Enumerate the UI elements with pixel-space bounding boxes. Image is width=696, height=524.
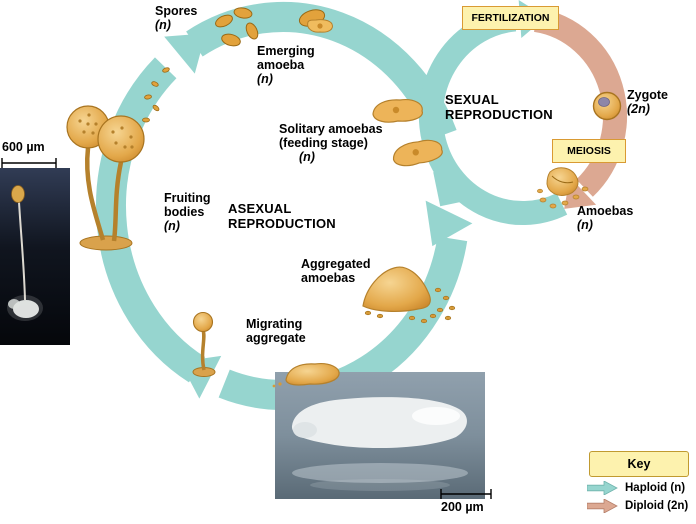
label-aggregated-amoebas: Aggregated amoebas: [301, 257, 371, 285]
key-label-haploid: Haploid (n): [625, 482, 686, 494]
key-row-diploid: Diploid (2n): [587, 499, 695, 513]
label-amoebas: Amoebas (n): [577, 204, 634, 232]
sexual-cycle-diploid-arc: [533, 8, 627, 197]
fruiting-bodies-illustration: [66, 105, 145, 251]
scale-bar-600: [1, 158, 57, 168]
meiosis-box: MEIOSIS: [552, 139, 626, 163]
label-migrating-aggregate: Migrating aggregate: [246, 317, 306, 345]
fertilization-box: FERTILIZATION: [462, 6, 559, 30]
merge-arrow-icon: [425, 200, 473, 247]
key-title: Key: [589, 451, 689, 477]
emerging-amoeba-illustration: [298, 9, 333, 33]
migrating-aggregate-illustration: [272, 363, 340, 388]
cycle-arrow-icon: [180, 355, 222, 399]
spore-trail: [142, 67, 170, 123]
amoebas-illustration: [537, 167, 589, 209]
scale-label-600um: 600 µm: [2, 140, 45, 154]
label-spores: Spores (n): [155, 4, 198, 32]
label-asexual-reproduction: ASEXUAL REPRODUCTION: [228, 201, 336, 231]
fruiting-body-photo: [0, 168, 70, 345]
label-solitary-amoebas: Solitary amoebas (feeding stage) (n): [279, 122, 383, 164]
aggregated-amoebas-illustration: [362, 266, 456, 324]
key-label-diploid: Diploid (2n): [625, 500, 689, 512]
haploid-arrow-icon: [587, 481, 618, 495]
scale-label-200um: 200 µm: [441, 500, 484, 514]
scale-bar-200: [440, 489, 492, 499]
zygote-illustration: [592, 91, 622, 121]
asexual-cycle-arrowheads: [164, 33, 473, 399]
label-sexual-reproduction: SEXUAL REPRODUCTION: [445, 92, 553, 122]
diploid-arrow-icon: [587, 499, 618, 513]
key-row-haploid: Haploid (n): [587, 481, 695, 495]
label-emerging-amoeba: Emerging amoeba (n): [257, 44, 315, 86]
spores-illustration: [215, 7, 259, 47]
solitary-amoebas-illustration: [372, 99, 443, 167]
migrating-aggregate-photo: [275, 372, 485, 499]
key: Key Haploid (n) Diploid (2n): [583, 451, 695, 513]
label-fruiting-bodies: Fruiting bodies (n): [164, 191, 211, 233]
label-zygote: Zygote (2n): [627, 88, 668, 116]
young-fruiting-body-illustration: [192, 311, 216, 377]
cycle-arrow-icon: [164, 33, 206, 74]
